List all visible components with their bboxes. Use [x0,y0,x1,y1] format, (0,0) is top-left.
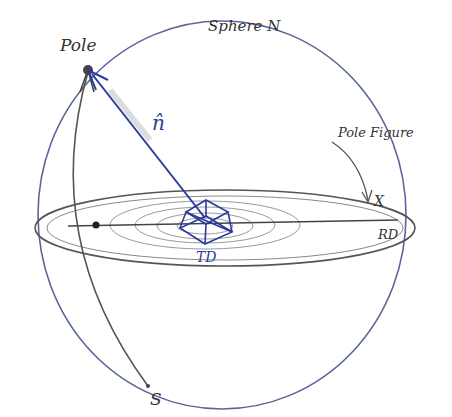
axis-label: RD [378,228,398,242]
crystal-cube [180,200,232,244]
cross-mark: X [374,194,384,209]
leader-arrowhead [362,190,372,202]
sphere-outline [38,21,406,409]
normal-arrowhead [88,70,108,90]
pole-figure-label: Pole Figure [338,126,414,140]
projected-point [93,222,100,229]
leader-line [332,142,368,200]
sphere-label: Sphere N [208,18,280,35]
vector-shading [110,90,150,140]
rd-axis [68,220,398,226]
south-label: S [150,390,162,409]
equator-inner [47,196,403,260]
pole-label: Pole [60,36,96,55]
south-point [146,384,150,388]
axis-label: TD [196,250,217,265]
normal-label: n̂ [152,112,165,134]
equator-ellipse [35,190,415,266]
normal-vector [92,74,205,218]
